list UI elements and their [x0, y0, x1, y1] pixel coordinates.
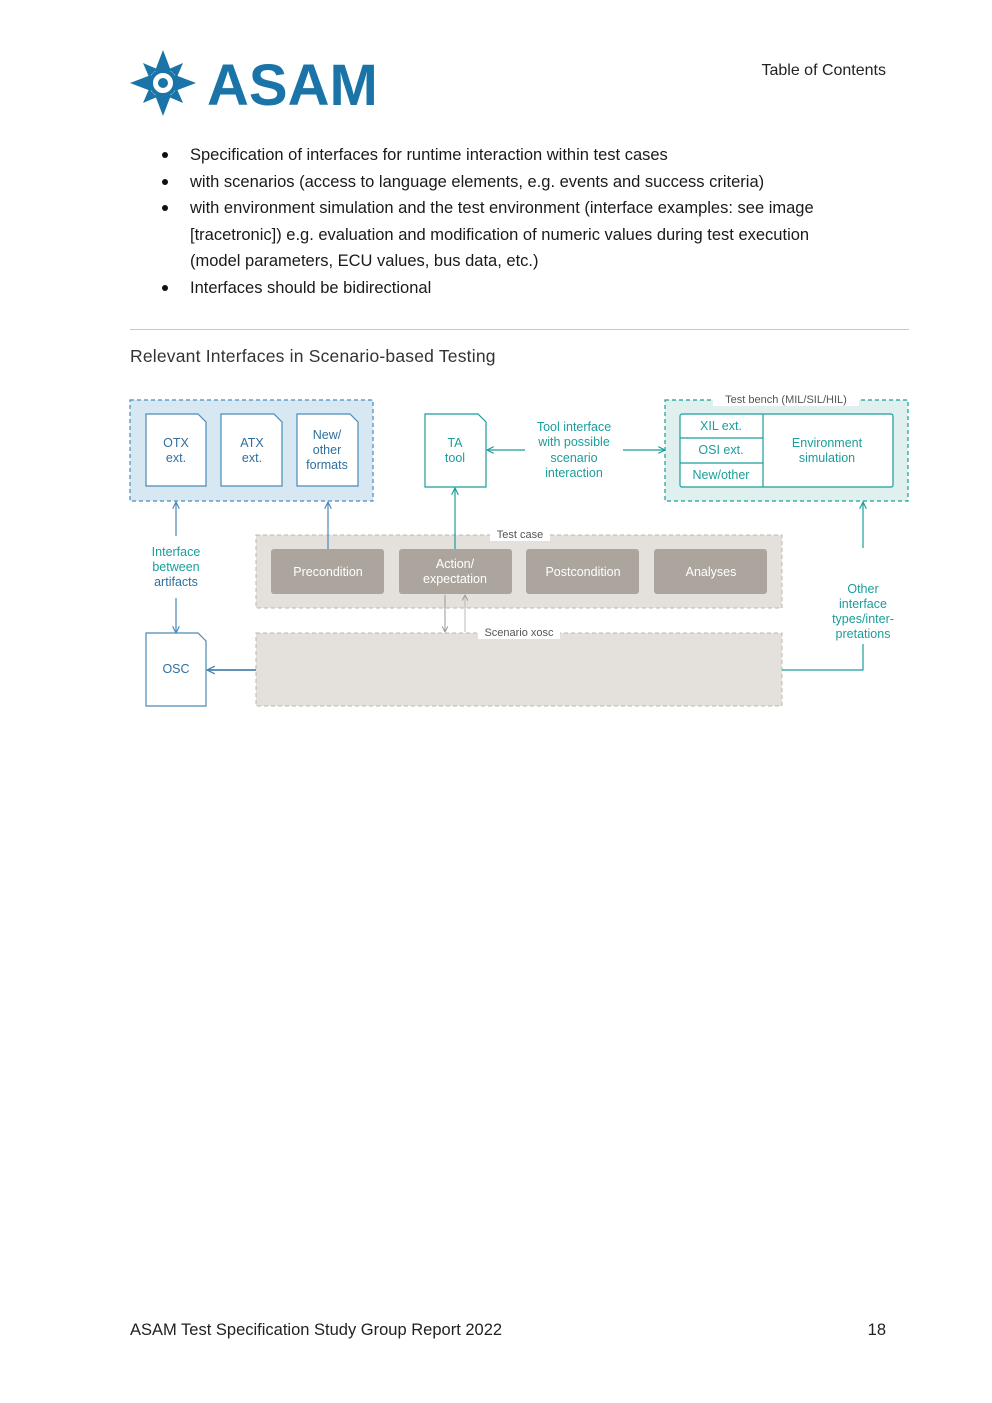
- footer-report-title: ASAM Test Specification Study Group Repo…: [130, 1321, 503, 1339]
- svg-text:Test bench (MIL/SIL/HIL): Test bench (MIL/SIL/HIL): [725, 394, 847, 406]
- interface-between-label: Interface between artifacts: [152, 545, 201, 589]
- osc-file: OSC: [145, 632, 207, 707]
- asam-compass-icon: [130, 50, 196, 116]
- postcondition-block: Postcondition: [545, 565, 620, 579]
- svg-text:interface: interface: [839, 597, 887, 611]
- svg-text:TA: TA: [447, 436, 463, 450]
- connector-scenario-to-bench: [782, 644, 864, 671]
- new-other-ext: New/other: [693, 468, 750, 482]
- svg-text:New/: New/: [313, 428, 342, 442]
- new-formats-file: New/ other formats: [296, 413, 359, 487]
- analyses-block: Analyses: [686, 565, 737, 579]
- test-bench-group: Test bench (MIL/SIL/HIL) XIL ext. OSI ex…: [664, 392, 909, 502]
- osi-ext: OSI ext.: [698, 443, 743, 457]
- section-title: Table of Contents: [761, 62, 886, 79]
- bullet-list: Specification of interfaces for runtime …: [160, 142, 860, 301]
- svg-text:expectation: expectation: [423, 572, 487, 586]
- atx-file: ATX ext.: [220, 413, 283, 487]
- logo-wordmark: ASAM: [207, 53, 378, 118]
- list-item: Interfaces should be bidirectional: [160, 275, 860, 302]
- svg-text:artifacts: artifacts: [154, 575, 198, 589]
- svg-text:Tool interface: Tool interface: [537, 420, 611, 434]
- interfaces-diagram: OTX ext. ATX ext. New/ other formats TA …: [129, 392, 909, 707]
- svg-text:with possible: with possible: [537, 435, 610, 449]
- ta-tool-file: TA tool: [424, 413, 487, 488]
- list-item: Specification of interfaces for runtime …: [160, 142, 860, 169]
- svg-text:formats: formats: [306, 458, 348, 472]
- svg-text:OSC: OSC: [162, 662, 189, 676]
- tool-interface-label: Tool interface with possible scenario in…: [537, 420, 611, 480]
- environment-simulation: Environment: [792, 436, 863, 450]
- scenario-group: Scenario xosc: [255, 626, 783, 707]
- svg-text:ATX: ATX: [240, 436, 264, 450]
- svg-text:other: other: [313, 443, 342, 457]
- other-interface-label: Other interface types/inter- pretations: [832, 582, 894, 641]
- svg-text:tool: tool: [445, 451, 465, 465]
- page-number: 18: [867, 1321, 886, 1339]
- svg-text:interaction: interaction: [545, 466, 603, 480]
- xil-ext: XIL ext.: [700, 419, 742, 433]
- action-block: Action/: [436, 557, 475, 571]
- figure-caption: Relevant Interfaces in Scenario-based Te…: [130, 346, 496, 366]
- svg-text:Test case: Test case: [497, 529, 543, 541]
- svg-text:ext.: ext.: [166, 451, 186, 465]
- svg-text:scenario: scenario: [550, 451, 597, 465]
- svg-text:Other: Other: [847, 582, 878, 596]
- list-item: with scenarios (access to language eleme…: [160, 169, 860, 196]
- svg-text:pretations: pretations: [836, 627, 891, 641]
- list-item: with environment simulation and the test…: [160, 195, 860, 275]
- svg-text:types/inter-: types/inter-: [832, 612, 894, 626]
- svg-text:simulation: simulation: [799, 451, 855, 465]
- svg-text:ext.: ext.: [242, 451, 262, 465]
- svg-text:Scenario xosc: Scenario xosc: [484, 627, 554, 639]
- precondition-block: Precondition: [293, 565, 363, 579]
- artifacts-group: OTX ext. ATX ext. New/ other formats: [129, 399, 374, 502]
- otx-file: OTX ext.: [145, 413, 207, 487]
- svg-text:OTX: OTX: [163, 436, 189, 450]
- divider: [130, 329, 909, 330]
- svg-text:between: between: [152, 560, 199, 574]
- asam-logo: ASAM: [130, 50, 378, 118]
- test-case-group: Test case Precondition Action/ expectati…: [255, 528, 783, 609]
- svg-text:Interface: Interface: [152, 545, 201, 559]
